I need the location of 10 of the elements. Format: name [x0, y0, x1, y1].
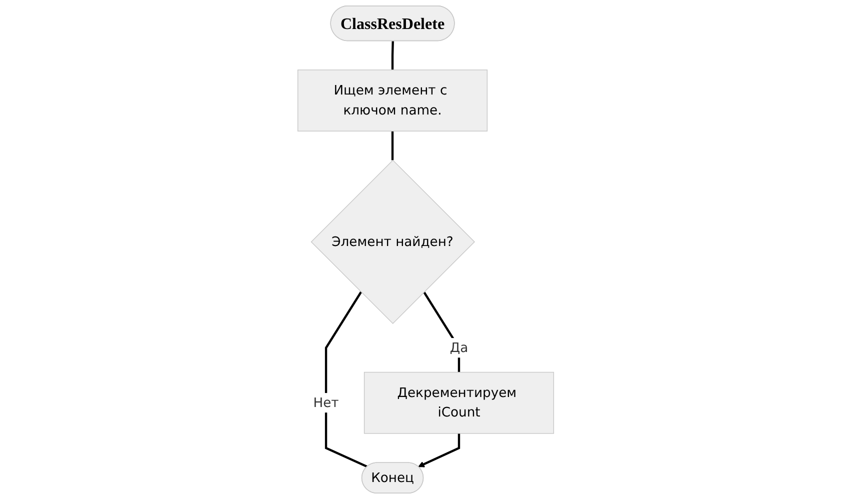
connector	[391, 41, 394, 70]
connector	[391, 131, 394, 160]
edge-label: Нет	[312, 395, 339, 410]
arrow	[418, 433, 460, 468]
node-box: Декрементируем iCount	[364, 372, 554, 434]
edge-label: Да	[450, 340, 468, 356]
connector	[324, 291, 368, 468]
connector	[422, 291, 460, 372]
node-diamond: Элемент найден?	[310, 160, 475, 324]
node-box: Ищем элемент с ключом name.	[297, 70, 488, 132]
